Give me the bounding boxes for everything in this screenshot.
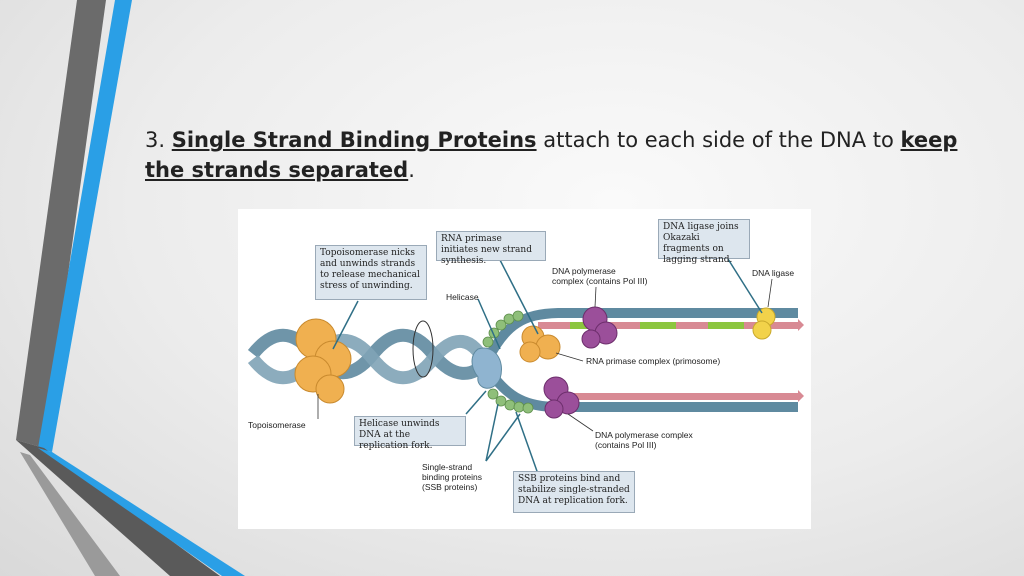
leader-lines [332,258,763,475]
ssb-label-1: Single-strand [422,462,473,472]
polymerase-bottom [543,376,580,419]
ssb-label-2: binding proteins [422,472,483,482]
polymerase-bottom-label-1: DNA polymerase complex [595,430,693,440]
polymerase-top-label-1: DNA polymerase [552,266,616,276]
helicase-label: Helicase [446,292,479,302]
okazaki-fragment-3 [708,322,744,329]
topoisomerase-label: Topoisomerase [248,420,306,430]
statement-end: . [408,158,415,182]
primosome-label: RNA primase complex (primosome) [586,356,721,366]
primase-protein [519,325,561,363]
leading-template-strand [483,308,798,362]
helicase-callout: Helicase unwinds DNA at the replication … [354,416,466,451]
polymerase-top [581,306,618,349]
lagging-template-strand [483,366,798,412]
new-strand-bottom [558,393,798,400]
topoisomerase-protein [294,318,352,404]
rotation-arrow [412,320,434,378]
helicase-protein [471,347,502,389]
polymerase-bottom-label-2: (contains Pol III) [595,440,657,450]
slide-statement: 3. Single Strand Binding Proteins attach… [145,125,985,185]
thin-leader-lines [317,278,773,432]
okazaki-fragment-2 [640,322,676,329]
ssb-callout: SSB proteins bind and stabilize single-s… [513,471,635,513]
ligase-label: DNA ligase [752,268,795,278]
topoisomerase-callout: Topoisomerase nicks and unwinds strands … [315,245,427,300]
ligase-callout: DNA ligase joins Okazaki fragments on la… [658,219,750,265]
term-highlight: Single Strand Binding Proteins [171,128,537,152]
statement-middle: attach to each side of the DNA to [543,128,894,152]
dna-replication-figure: Topoisomerase nicks and unwinds strands … [238,209,811,529]
replication-diagram [247,258,804,475]
item-number: 3. [145,128,166,152]
ssb-label-3: (SSB proteins) [422,482,478,492]
polymerase-top-label-2: complex (contains Pol III) [552,276,648,286]
emphasis-highlight: keep the strands separated [145,128,958,182]
primase-callout: RNA primase initiates new strand synthes… [436,231,546,266]
